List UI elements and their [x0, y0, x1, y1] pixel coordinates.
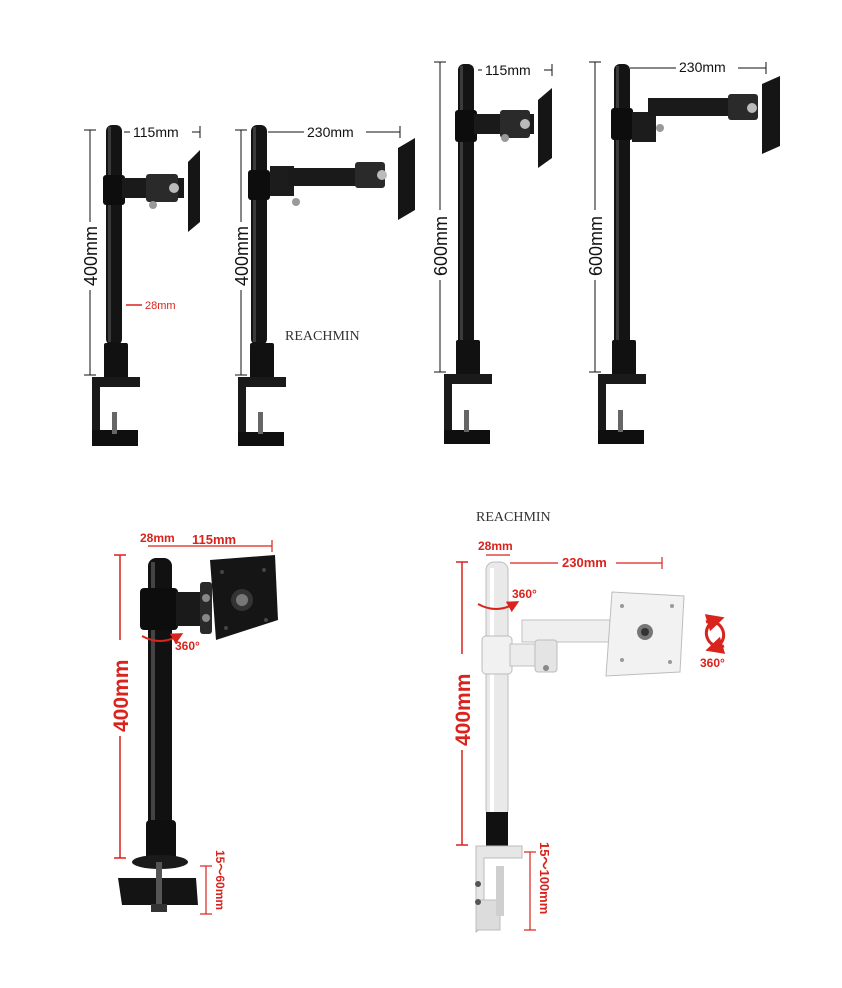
mount-4: 600mm 230mm — [585, 59, 780, 444]
mount-1-arm-label: 115mm — [133, 124, 179, 140]
white-clamp-label: 15～100mm — [537, 842, 552, 914]
white-height-label: 400mm — [452, 674, 475, 746]
black-arm-label: 115mm — [192, 532, 236, 547]
mount-4-arm-label: 230mm — [679, 59, 726, 75]
white-plate-rotation-label: 360° — [700, 656, 725, 670]
mount-1-pole-label: 28mm — [145, 300, 176, 312]
black-rotation-label: 360° — [175, 639, 200, 653]
black-pole-label: 28mm — [140, 531, 175, 545]
detail-black-mount: 400mm 28mm 115mm 360° — [110, 531, 278, 915]
detail-white-mount: 400mm 28mm 230mm 360° 360 — [452, 539, 726, 933]
brand-watermark-top: REACHMIN — [285, 329, 360, 344]
black-height-label: 400mm — [110, 660, 133, 732]
mount-3-height-label: 600mm — [431, 216, 451, 276]
mount-1: 400mm 115mm 28mm — [80, 124, 201, 446]
white-pole-rotation-label: 360° — [512, 587, 537, 601]
white-pole-label: 28mm — [478, 539, 513, 553]
mount-4-height-label: 600mm — [586, 216, 606, 276]
mount-3: 600mm 115mm — [430, 61, 553, 444]
white-arm-label: 230mm — [562, 555, 607, 570]
mount-2: 400mm 230mm — [231, 124, 415, 446]
mount-1-height-label: 400mm — [81, 226, 101, 286]
rotate-icon — [704, 614, 726, 654]
mount-3-arm-label: 115mm — [485, 62, 531, 78]
mount-2-arm-label: 230mm — [307, 124, 354, 140]
mount-2-height-label: 400mm — [232, 226, 252, 286]
brand-watermark-bottom: REACHMIN — [476, 510, 551, 525]
black-clamp-label: 15～60mm — [213, 850, 227, 910]
